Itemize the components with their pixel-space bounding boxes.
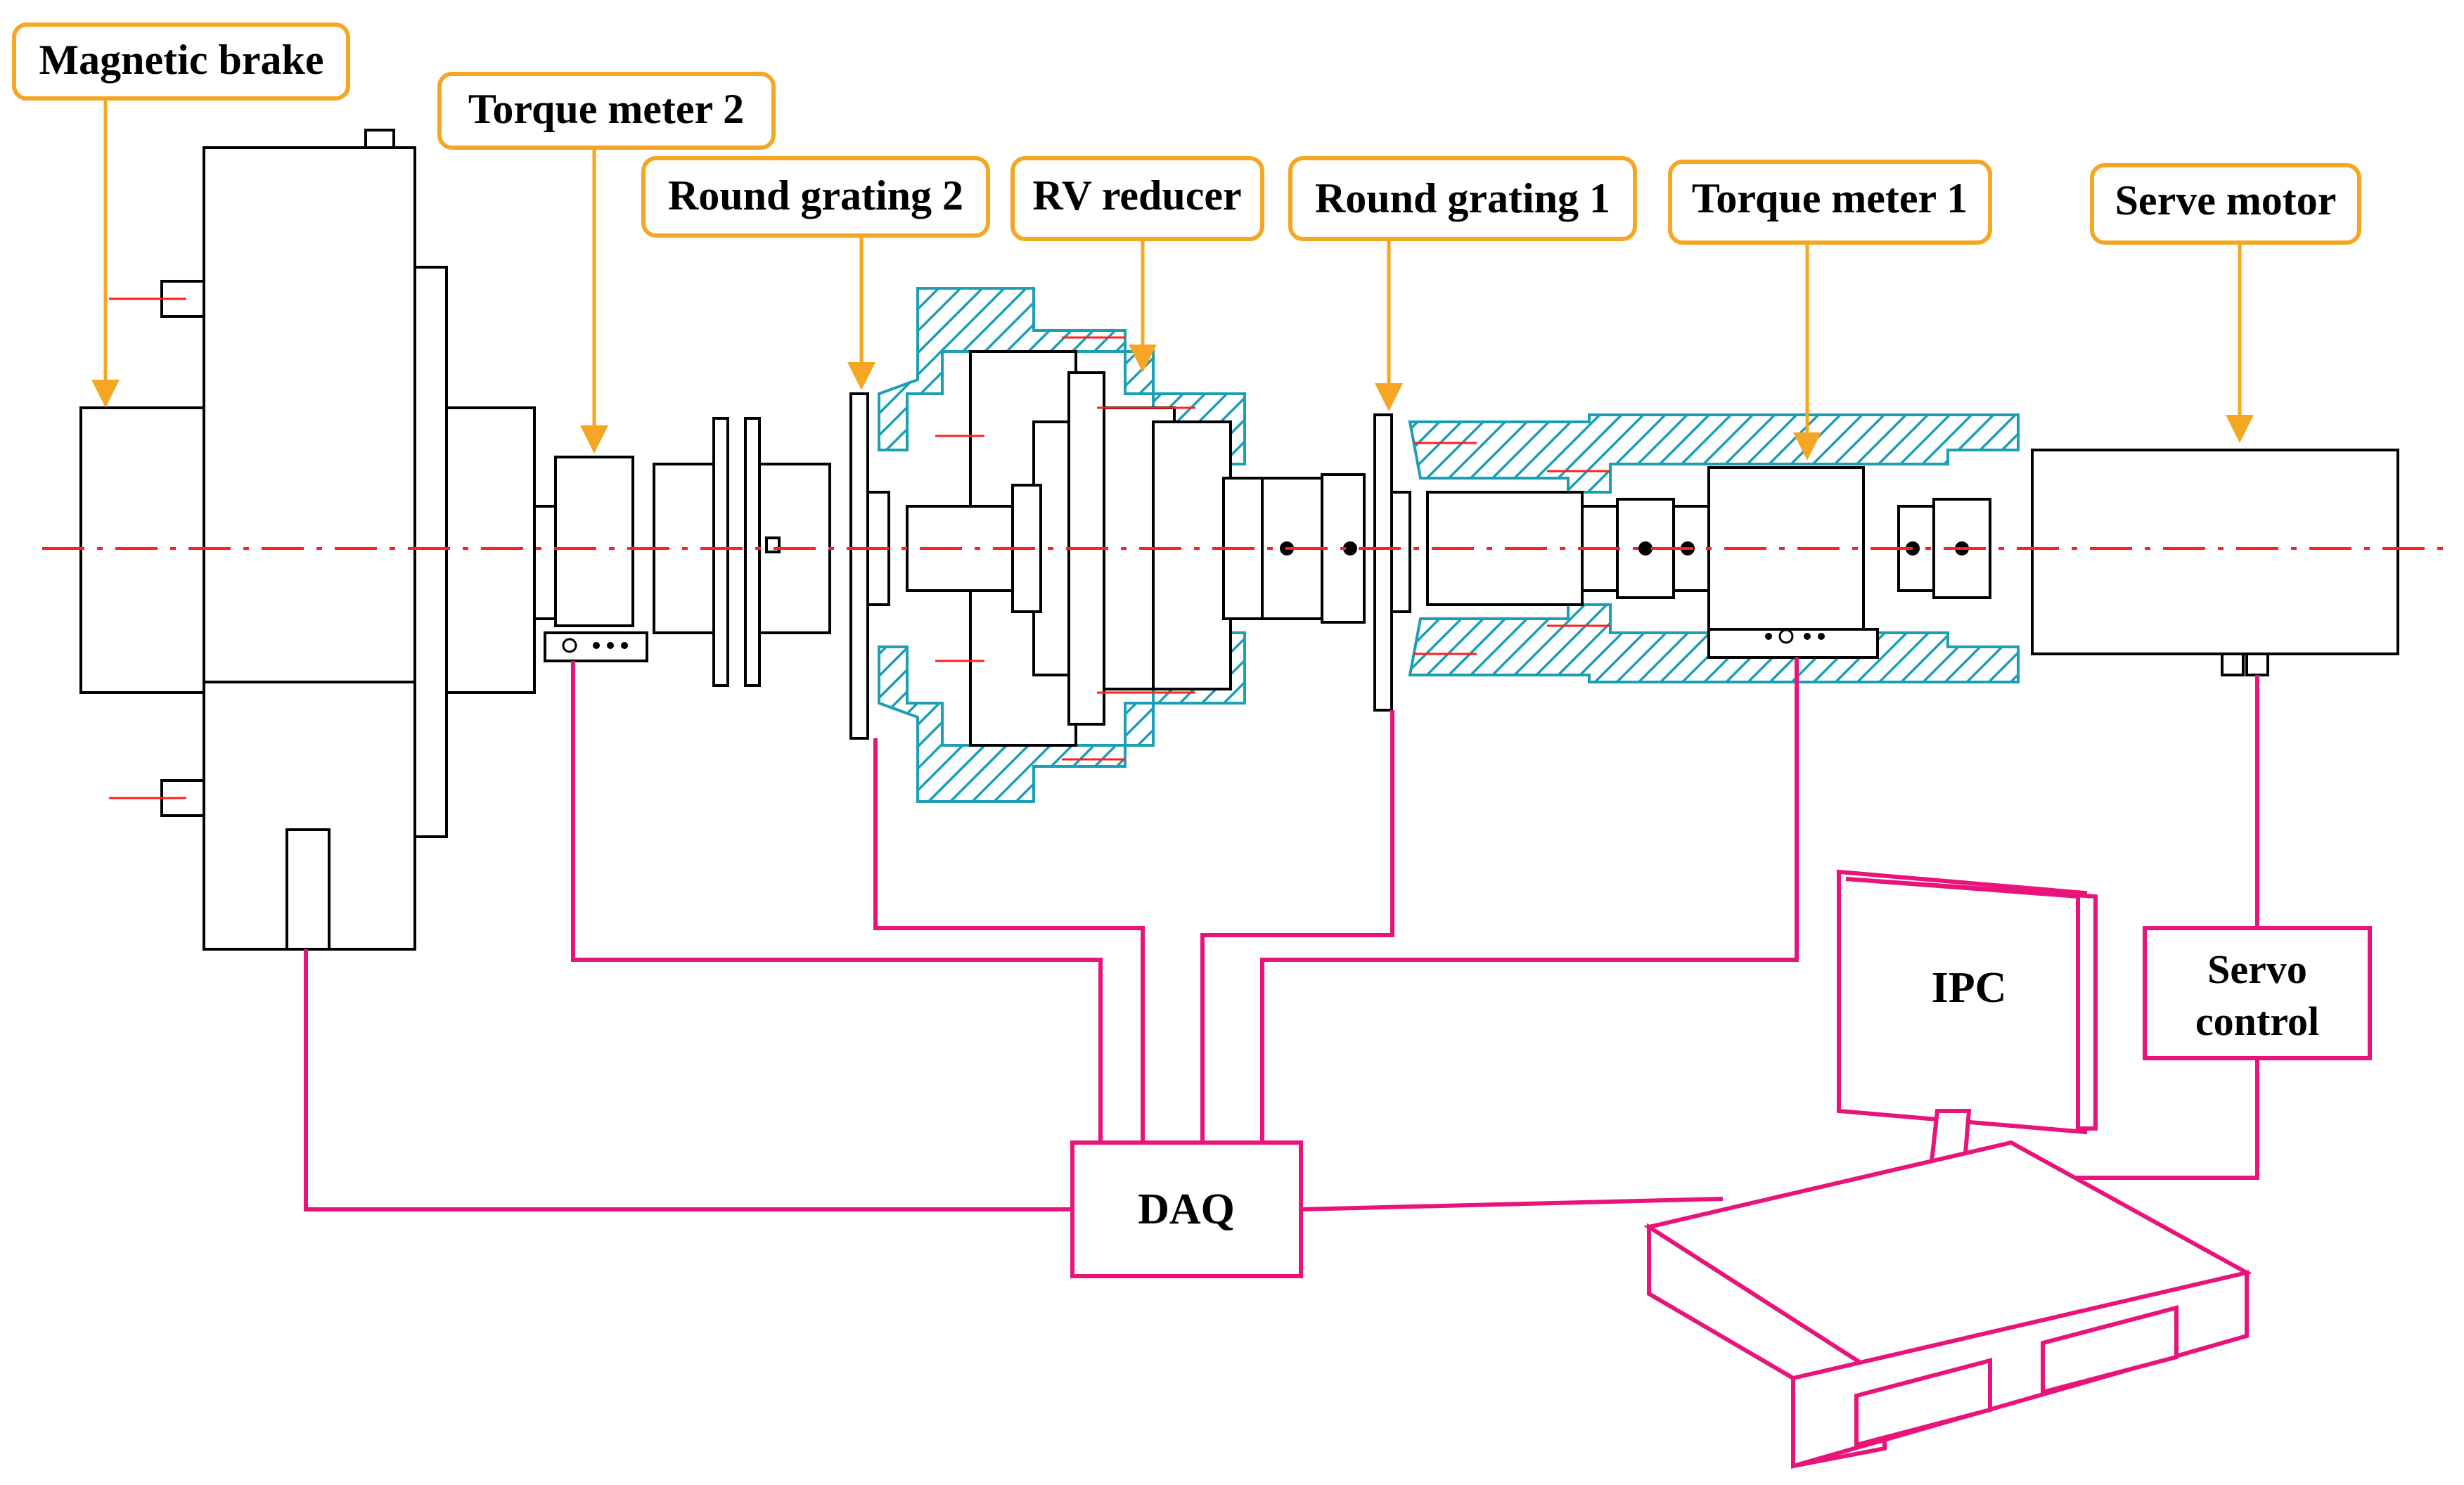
ipc-computer: IPC — [1643, 869, 2252, 1469]
daq-box: DAQ — [1070, 1140, 1303, 1278]
round-grating-1 — [1373, 413, 1411, 712]
rv-reducer — [878, 287, 1264, 803]
callout-torque-meter-1: Torque meter 1 — [1668, 160, 1992, 461]
label-round-grating-1: Round grating 1 — [1315, 175, 1610, 221]
signal-wiring — [304, 657, 2259, 1211]
servo-motor — [2031, 449, 2399, 676]
label-round-grating-2: Round grating 2 — [668, 172, 963, 219]
callout-round-grating-2: Round grating 2 — [641, 156, 990, 390]
callout-serve-motor: Serve motor — [2090, 163, 2361, 443]
label-torque-meter-1: Torque meter 1 — [1692, 175, 1968, 221]
torque-meter-2 — [533, 456, 648, 662]
servo-control-label-line2: control — [2195, 998, 2319, 1044]
label-rv-reducer: RV reducer — [1032, 172, 1241, 219]
callout-torque-meter-2: Torque meter 2 — [437, 72, 776, 454]
callout-rv-reducer: RV reducer — [1010, 156, 1264, 373]
label-serve-motor: Serve motor — [2115, 177, 2337, 224]
coupling-left — [653, 417, 831, 687]
torque-meter-1 — [1707, 466, 1879, 659]
label-torque-meter-2: Torque meter 2 — [468, 86, 744, 132]
servo-control-label-line1: Servo — [2207, 946, 2307, 992]
daq-label: DAQ — [1138, 1185, 1235, 1233]
ipc-label: IPC — [1932, 964, 2007, 1012]
label-magnetic-brake: Magnetic brake — [39, 37, 324, 83]
magnetic-brake — [79, 129, 536, 951]
servo-control-box: Servo control — [2143, 926, 2372, 1060]
callout-magnetic-brake: Magnetic brake — [12, 22, 350, 408]
callout-round-grating-1: Round grating 1 — [1288, 156, 1637, 411]
